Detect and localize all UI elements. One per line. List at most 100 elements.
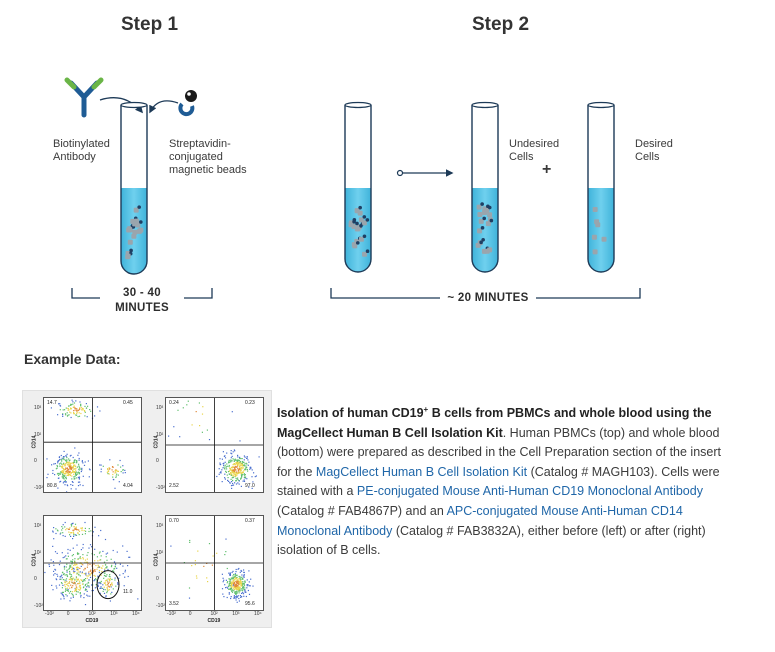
- caption-bold-b: B cells from PBMCs and whole blood using…: [277, 406, 712, 440]
- quadrant-value-ll: 80.8: [47, 483, 57, 489]
- y-axis-label: CD14: [153, 435, 160, 449]
- x-tick-label: 10²: [210, 611, 218, 617]
- cell: [362, 249, 370, 257]
- tube-undesired: [471, 101, 499, 273]
- cell: [131, 233, 137, 239]
- y-axis-label: CD14: [31, 435, 38, 449]
- cell: [136, 228, 142, 234]
- quadrant-value-lr: 95.6: [245, 601, 255, 607]
- tube-desired: [587, 101, 615, 273]
- x-tick-label: 0: [188, 611, 192, 617]
- y-tick-label: 10²: [156, 431, 164, 438]
- cell: [477, 212, 483, 218]
- example-data-title: Example Data:: [24, 351, 121, 367]
- label-streptavidin-beads: Streptavidin- conjugated magnetic beads: [169, 138, 247, 176]
- x-tick-label: 10³: [110, 611, 118, 617]
- caption-sup: +: [423, 404, 429, 414]
- cell: [477, 226, 485, 234]
- antibody-icon: [64, 77, 104, 118]
- x-axis-label: CD19: [207, 618, 221, 624]
- cell: [485, 218, 494, 227]
- quadrant-value-ur: 0.23: [245, 400, 255, 406]
- quadrant-value-lr: 97.0: [245, 483, 255, 489]
- cell: [484, 205, 492, 213]
- y-tick-label: 0: [34, 576, 37, 583]
- plus-sign: +: [542, 161, 552, 178]
- link-cd14-antibody[interactable]: APC-conjugated Mouse Anti-Human CD14 Mon…: [277, 503, 683, 538]
- quadrant-value-ll: 2.52: [169, 483, 179, 489]
- x-axis-label: CD19: [85, 618, 99, 624]
- link-cd19-antibody[interactable]: PE-conjugated Mouse Anti-Human CD19 Mono…: [356, 484, 703, 499]
- y-tick-label: 0: [156, 576, 159, 583]
- quadrant-value-lr: 4.04: [123, 483, 133, 489]
- b-cell-gate: [96, 570, 120, 600]
- link-isolation-kit[interactable]: MagCellect Human B Cell Isolation Kit: [315, 464, 528, 479]
- caption-text-4: (Catalog # FAB3832A), either before (lef…: [277, 523, 706, 558]
- y-tick-label: 10²: [34, 431, 42, 438]
- isolation-diagram: [64, 77, 641, 299]
- cell: [348, 219, 356, 228]
- y-tick-label: 10²: [156, 549, 164, 556]
- y-tick-label: 10³: [34, 405, 42, 411]
- scatter-points: [166, 398, 263, 492]
- cell: [133, 205, 142, 213]
- figure-caption: Isolation of human CD19+ B cells from PB…: [277, 404, 727, 561]
- cell: [476, 202, 484, 210]
- flow-plot-3: 11.0: [43, 515, 142, 611]
- x-tick-label: 10⁴: [254, 611, 262, 617]
- label-biotinylated-antibody: Biotinylated Antibody: [53, 138, 110, 163]
- cell: [358, 215, 367, 223]
- step-2-title: Step 2: [472, 14, 530, 35]
- cell: [354, 205, 362, 214]
- tube-step2-initial: [344, 101, 372, 273]
- cell: [358, 234, 367, 242]
- x-tick-label: 10²: [88, 611, 96, 617]
- scatter-points: [166, 516, 263, 610]
- cell: [127, 239, 133, 245]
- y-tick-label: 0: [156, 458, 159, 465]
- caption-text-2: (Catalog # MAGH103). Cells were stained …: [277, 464, 720, 499]
- arrow-antibody: [99, 97, 144, 114]
- cell: [135, 220, 143, 228]
- arrow-bead: [149, 100, 179, 114]
- cell: [592, 207, 598, 213]
- y-axis-label: CD14: [31, 553, 38, 567]
- tube-step1: [120, 101, 148, 275]
- time-step2: ~ 20 MINUTES: [447, 292, 529, 304]
- cell: [487, 212, 493, 218]
- quadrant-value-ur: 0.37: [245, 518, 255, 524]
- cell: [601, 236, 607, 242]
- cell: [125, 253, 131, 259]
- scatter-points: [44, 516, 141, 610]
- cell: [487, 247, 493, 253]
- y-tick-label: 10²: [34, 549, 42, 556]
- quadrant-value-ur: 0.45: [123, 400, 133, 406]
- y-tick-label: 0: [34, 458, 37, 465]
- y-tick-label: 10³: [156, 405, 164, 411]
- time-bracket-step2: [330, 288, 641, 299]
- label-undesired-cells: Undesired Cells: [509, 138, 560, 163]
- scatter-points: [44, 398, 141, 493]
- x-tick-label: 10⁴: [132, 611, 140, 617]
- magnetic-bead-icon: [178, 90, 197, 117]
- cell: [475, 240, 483, 248]
- time-step1: 30 - 40 MINUTES: [115, 287, 169, 314]
- y-tick-label: 10³: [156, 523, 164, 529]
- x-tick-label: 0: [66, 611, 70, 617]
- caption-text-1: . Human PBMCs (top) and whole blood (bot…: [277, 425, 721, 479]
- cell: [352, 241, 360, 249]
- quadrant-value-ll: 3.52: [169, 601, 179, 607]
- x-tick-label: -10²: [167, 611, 176, 617]
- cell: [592, 249, 598, 255]
- x-tick-label: -10²: [45, 611, 54, 617]
- label-desired-cells: Desired Cells: [635, 138, 673, 163]
- cell: [478, 216, 487, 224]
- process-arrow: [396, 169, 454, 177]
- time-bracket-step1: [71, 288, 213, 299]
- y-tick-label: -10²: [156, 485, 165, 491]
- x-tick-label: 10³: [232, 611, 240, 617]
- y-tick-label: -10²: [156, 603, 165, 609]
